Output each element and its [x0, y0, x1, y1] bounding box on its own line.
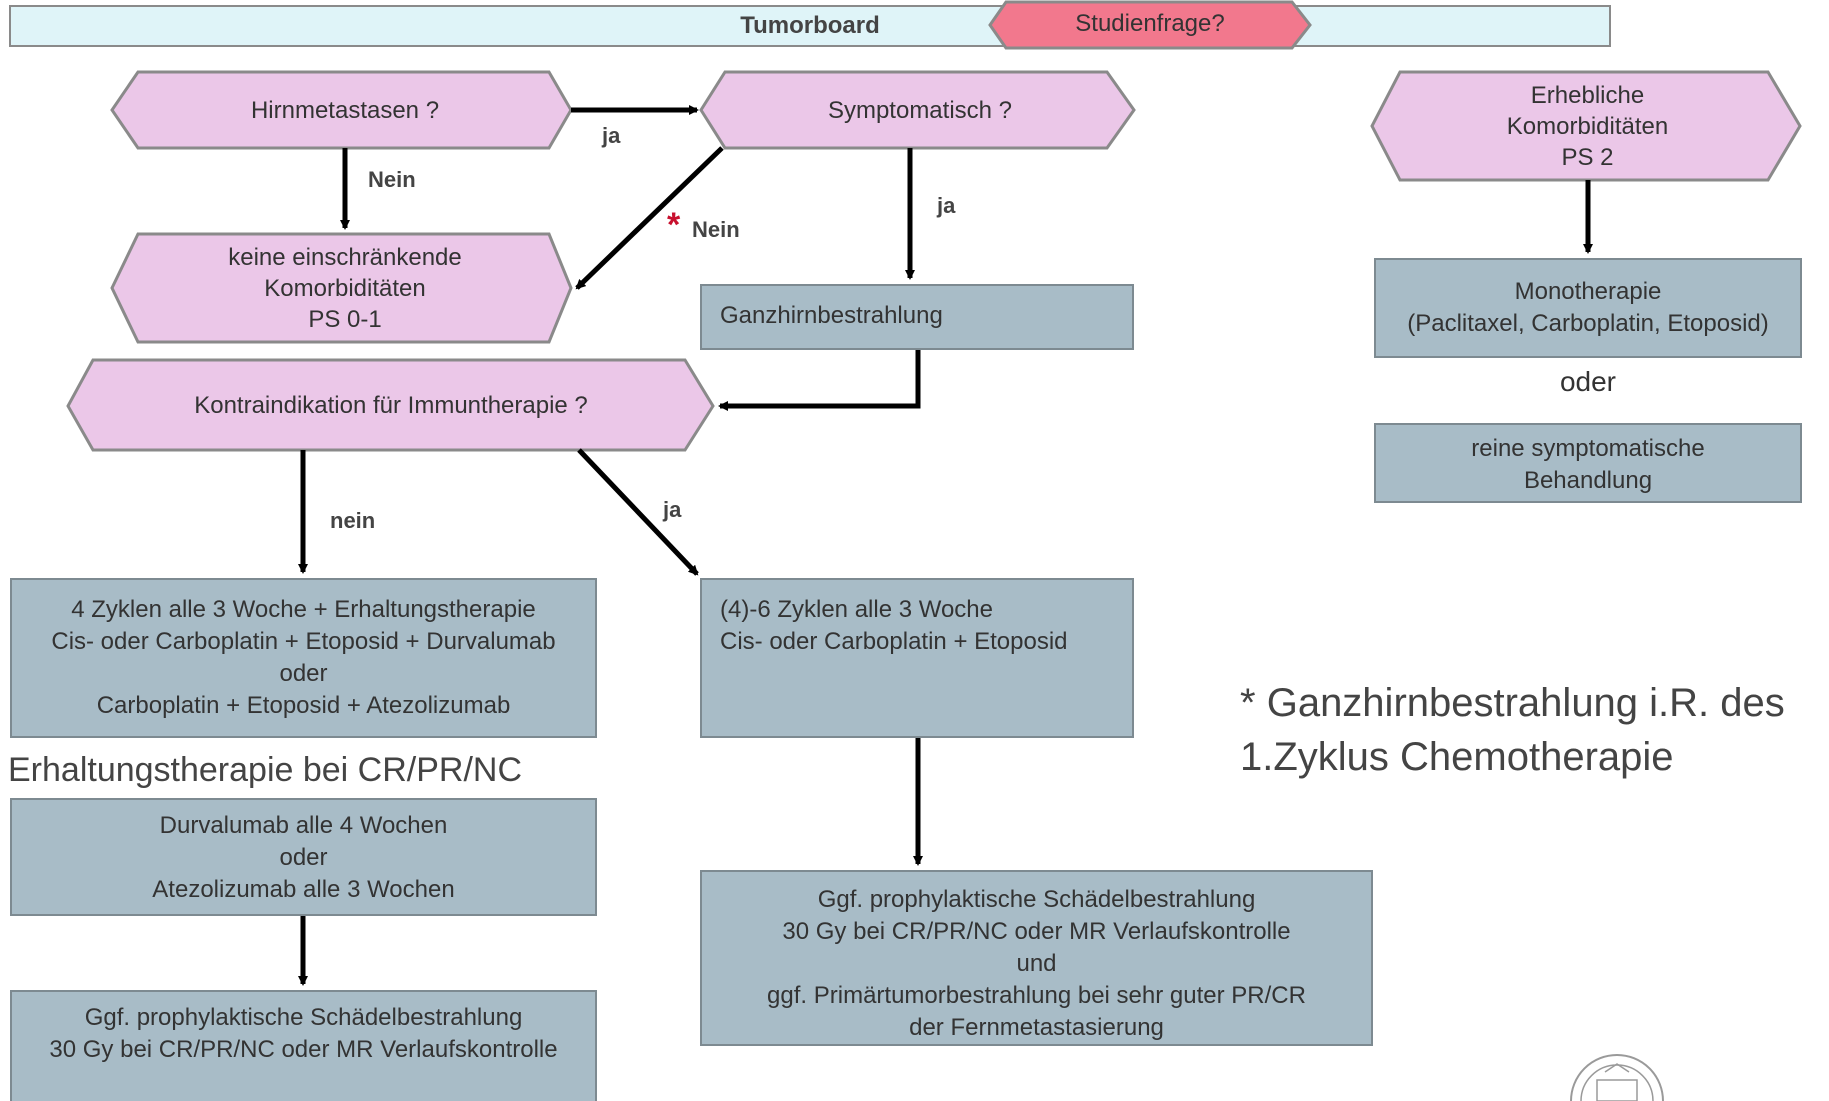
arrow-immuno-ja: [577, 448, 699, 576]
symptomatic-only-box[interactable]: reine symptomatische Behandlung: [1374, 423, 1802, 503]
footnote-star-marker: *: [667, 206, 681, 244]
immunotherapy-contraindication-label: Kontraindikation für Immuntherapie ?: [194, 391, 588, 419]
whole-brain-radiation-box[interactable]: Ganzhirnbestrahlung: [700, 284, 1134, 350]
edge-label-ja-immuno: ja: [663, 497, 682, 522]
four-six-cycles-line-1: (4)-6 Zyklen alle 3 Woche: [720, 596, 993, 623]
four-six-cycles-box[interactable]: (4)-6 Zyklen alle 3 Woche Cis- oder Carb…: [700, 578, 1134, 738]
arrow-wholebrain-to-immuno: [718, 350, 921, 411]
pci-right-line-5: der Fernmetastasierung: [909, 1014, 1164, 1041]
immunotherapy-contraindication-shape[interactable]: [66, 358, 715, 452]
edge-label-ja-top: ja: [602, 123, 621, 148]
maintenance-line-1: Durvalumab alle 4 Wochen: [159, 812, 448, 839]
pci-right-box[interactable]: Ggf. prophylaktische Schädelbestrahlung …: [700, 870, 1373, 1046]
significant-comorbidities-shape[interactable]: [1370, 70, 1802, 182]
footnote-text-1: Ganzhirnbestrahlung i.R. des: [1266, 681, 1785, 725]
tumorboard-title: Tumorboard: [740, 12, 880, 39]
brain-metastases-shape[interactable]: [110, 70, 573, 150]
edge-label-nein-left: Nein: [368, 167, 416, 192]
four-cycles-line-2: Cis- oder Carboplatin + Etoposid + Durva…: [51, 628, 556, 655]
significant-comorbidities-line-1: Erhebliche: [1530, 81, 1645, 109]
pci-right-line-4: ggf. Primärtumorbestrahlung bei sehr gut…: [767, 982, 1306, 1009]
four-cycles-line-3: oder: [279, 660, 328, 687]
four-cycles-box[interactable]: 4 Zyklen alle 3 Woche + Erhaltungstherap…: [10, 578, 597, 738]
university-seal-icon: [1570, 1054, 1664, 1101]
footnote: * Ganzhirnbestrahlung i.R. des 1.Zyklus …: [1240, 676, 1825, 784]
no-comorbidities-label: keine einschränkende Komorbiditäten PS 0…: [120, 234, 570, 342]
pci-left-box[interactable]: Ggf. prophylaktische Schädelbestrahlung …: [10, 990, 597, 1101]
maintenance-box[interactable]: Durvalumab alle 4 Wochen oder Atezolizum…: [10, 798, 597, 916]
symptomatic-shape[interactable]: [699, 70, 1136, 150]
symptomatic-label: Symptomatisch ?: [827, 96, 1013, 124]
four-cycles-line-4: Carboplatin + Etoposid + Atezolizumab: [96, 692, 511, 719]
significant-comorbidities-line-2: Komorbiditäten: [1506, 112, 1669, 140]
monotherapy-box[interactable]: Monotherapie (Paclitaxel, Carboplatin, E…: [1374, 258, 1802, 358]
no-comorbidities-line-3: PS 0-1: [308, 305, 382, 333]
whole-brain-radiation-label: Ganzhirnbestrahlung: [720, 302, 943, 329]
no-comorbidities-line-2: Komorbiditäten: [264, 274, 426, 302]
no-comorbidities-shape[interactable]: [110, 232, 573, 344]
pci-right-line-3: und: [1016, 950, 1057, 977]
edge-label-ja-symptomatic: ja: [937, 193, 956, 218]
edge-label-nein-star: Nein: [692, 217, 740, 242]
maintenance-line-2: oder: [279, 844, 328, 871]
footnote-star: *: [1240, 681, 1256, 725]
maintenance-heading: Erhaltungstherapie bei CR/PR/NC: [8, 751, 523, 789]
four-cycles-line-1: 4 Zyklen alle 3 Woche + Erhaltungstherap…: [71, 596, 536, 623]
maintenance-line-3: Atezolizumab alle 3 Wochen: [152, 876, 455, 903]
monotherapy-line-1: Monotherapie: [1514, 278, 1662, 305]
significant-comorbidities-line-3: PS 2: [1561, 143, 1614, 171]
monotherapy-line-2: (Paclitaxel, Carboplatin, Etoposid): [1407, 310, 1769, 337]
four-six-cycles-line-2: Cis- oder Carboplatin + Etoposid: [720, 628, 1068, 655]
symptomatic-only-line-1: reine symptomatische: [1471, 435, 1705, 462]
symptomatic-only-line-2: Behandlung: [1523, 467, 1653, 494]
footnote-line-1: * Ganzhirnbestrahlung i.R. des: [1240, 676, 1825, 730]
study-question-label[interactable]: Studienfrage?: [1075, 10, 1225, 37]
pci-left-line-2: 30 Gy bei CR/PR/NC oder MR Verlaufskontr…: [49, 1036, 558, 1063]
arrow-symptomatic-to-nocomorb: [575, 146, 724, 290]
edge-label-nein-immuno: nein: [330, 508, 376, 533]
pci-right-line-2: 30 Gy bei CR/PR/NC oder MR Verlaufskontr…: [782, 918, 1291, 945]
pci-left-line-1: Ggf. prophylaktische Schädelbestrahlung: [84, 1004, 523, 1031]
significant-comorbidities-label: Erhebliche Komorbiditäten PS 2: [1380, 72, 1795, 180]
footnote-text-2: 1.Zyklus Chemotherapie: [1240, 735, 1674, 779]
no-comorbidities-line-1: keine einschränkende: [228, 243, 462, 271]
pci-right-line-1: Ggf. prophylaktische Schädelbestrahlung: [817, 886, 1256, 913]
tumorboard-header-bar: [9, 5, 1611, 47]
brain-metastases-label: Hirnmetastasen ?: [250, 96, 440, 124]
study-question-shape[interactable]: [988, 0, 1312, 50]
oder-separator-right: oder: [1559, 366, 1617, 397]
